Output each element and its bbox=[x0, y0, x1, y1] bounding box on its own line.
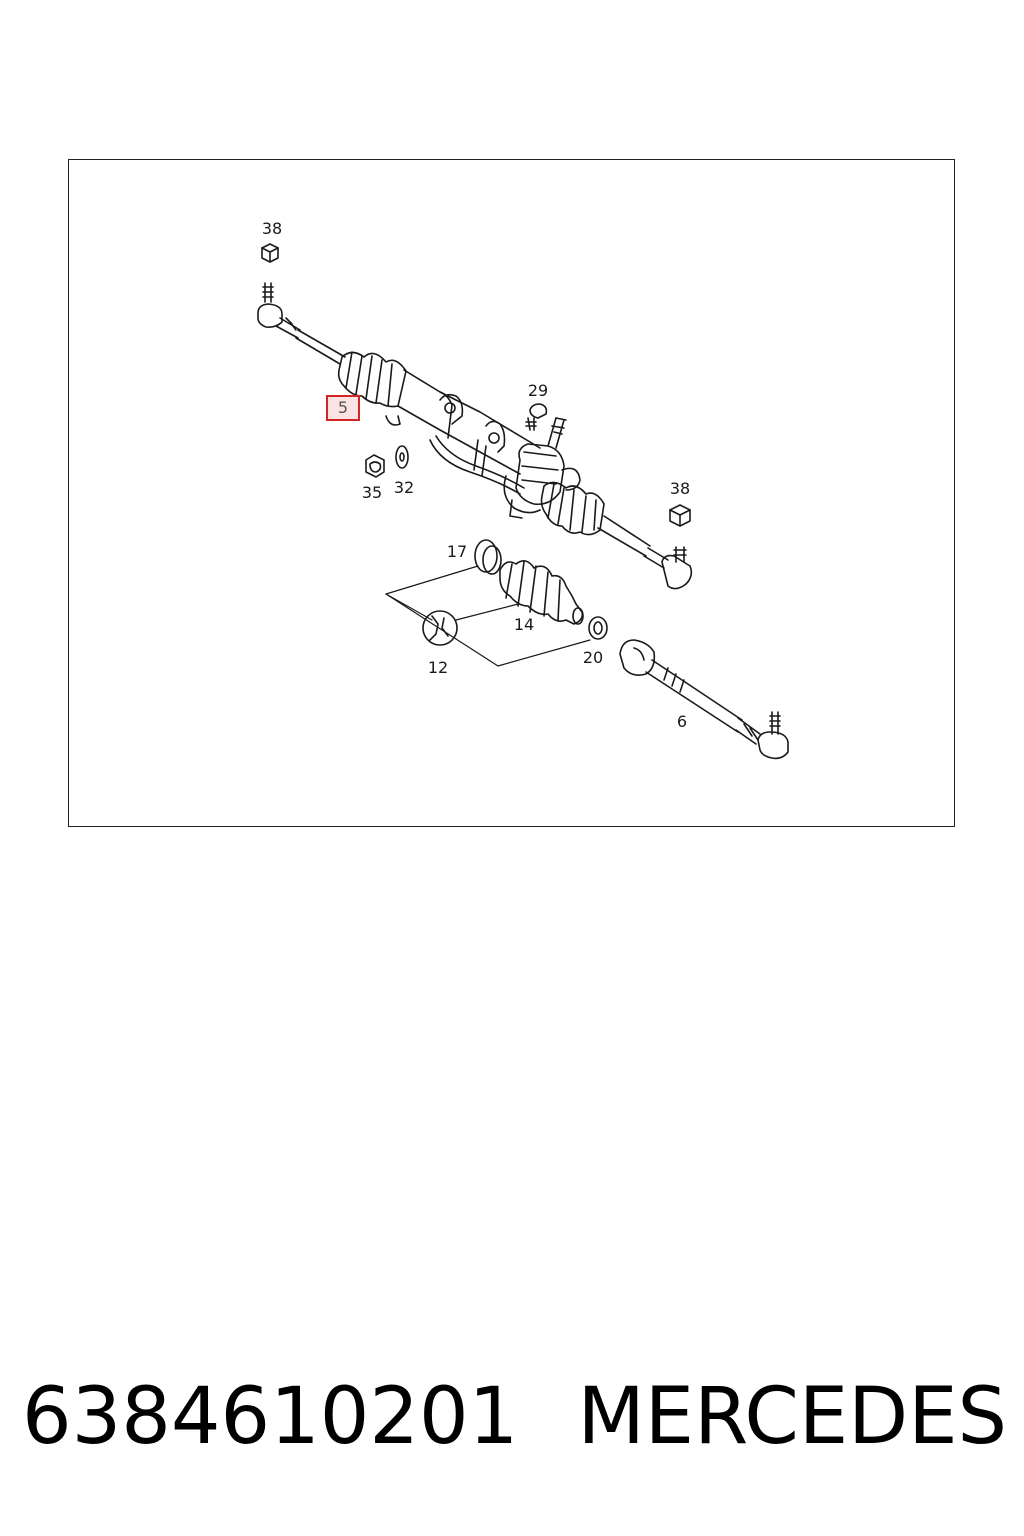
rack-housing bbox=[295, 329, 651, 557]
callout-20[interactable]: 20 bbox=[582, 648, 604, 667]
diagram-frame bbox=[68, 159, 955, 827]
nut-38-top bbox=[261, 243, 279, 263]
tie-rod-6 bbox=[619, 639, 789, 760]
callout-6[interactable]: 6 bbox=[676, 712, 688, 731]
right-tie-rod-end-upper bbox=[643, 546, 693, 590]
part-number: 6384610201 bbox=[22, 1372, 519, 1462]
nut-35 bbox=[365, 454, 385, 478]
brand-name: MERCEDES bbox=[577, 1372, 1008, 1462]
group-bracket bbox=[385, 565, 591, 667]
ring-20 bbox=[588, 616, 608, 640]
bellows-14 bbox=[499, 560, 584, 625]
ring-17 bbox=[474, 539, 502, 575]
nut-38-right bbox=[669, 504, 691, 527]
footer: 6384610201 MERCEDES bbox=[22, 1372, 1007, 1462]
callout-14[interactable]: 14 bbox=[513, 615, 535, 634]
callout-38-top[interactable]: 38 bbox=[261, 219, 283, 238]
callout-32[interactable]: 32 bbox=[393, 478, 415, 497]
washer-32 bbox=[395, 445, 409, 469]
bolt-29 bbox=[525, 403, 548, 431]
wrench-12 bbox=[422, 610, 458, 646]
callout-12[interactable]: 12 bbox=[427, 658, 449, 677]
callout-38-right[interactable]: 38 bbox=[669, 479, 691, 498]
callout-5-highlighted[interactable]: 5 bbox=[326, 395, 360, 421]
left-tie-rod-end bbox=[257, 282, 301, 339]
callout-35[interactable]: 35 bbox=[361, 483, 383, 502]
callout-17[interactable]: 17 bbox=[446, 542, 468, 561]
callout-29[interactable]: 29 bbox=[527, 381, 549, 400]
